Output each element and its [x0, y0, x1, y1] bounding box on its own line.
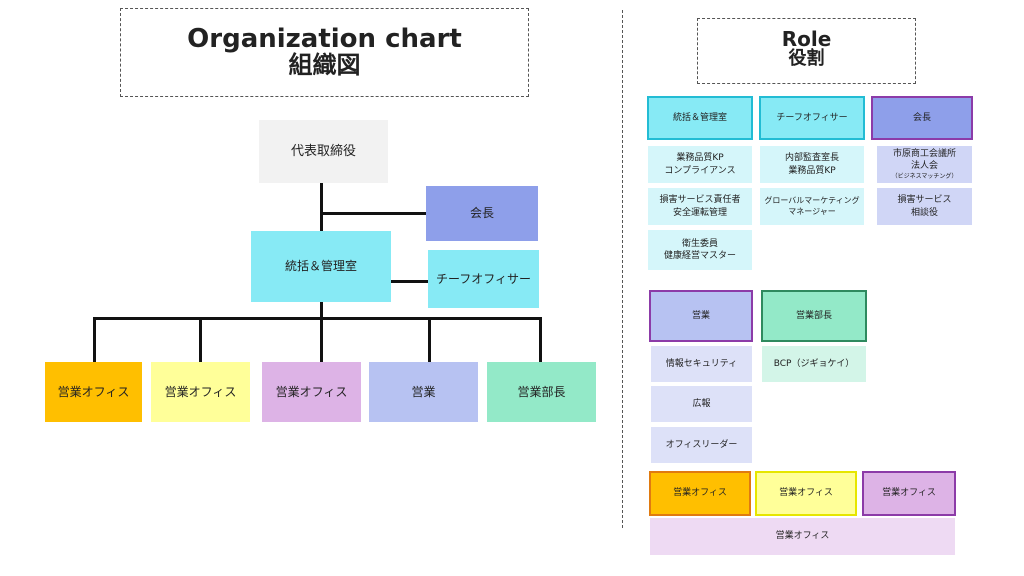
role-sales-item: オフィスリーダー: [651, 427, 752, 463]
ceo-box: 代表取締役: [259, 120, 388, 183]
role-chief-officer-item: 内部監査室長 業務品質KP: [760, 146, 864, 183]
connector-line: [428, 317, 431, 362]
org-chart-title: Organization chart: [187, 24, 462, 54]
role-chairman-item: 損害サービス 相談役: [877, 188, 972, 225]
chief-officer-box: チーフオフィサー: [428, 250, 539, 308]
connector-line: [199, 317, 202, 362]
role-office-orange-header: 営業オフィス: [649, 471, 751, 516]
connector-line: [93, 317, 542, 320]
role-chairman-item: 市原商工会議所 法人会 （ビジネスマッチング）: [877, 146, 972, 183]
connector-line: [320, 302, 323, 319]
role-chief-officer-item: グローバルマーケティング マネージャー: [760, 188, 864, 225]
role-chairman-item-sub: （ビジネスマッチング）: [891, 172, 958, 180]
sales-manager-box: 営業部長: [487, 362, 596, 422]
connector-line: [93, 317, 96, 362]
connector-line: [320, 212, 426, 215]
role-chairman-header: 会長: [871, 96, 973, 140]
role-management-item: 損害サービス責任者 安全運転管理: [648, 188, 752, 225]
section-divider: [622, 10, 623, 528]
sales-office-orange-box: 営業オフィス: [45, 362, 142, 422]
sales-office-yellow-box: 営業オフィス: [151, 362, 250, 422]
role-management-header: 統括＆管理室: [647, 96, 753, 140]
role-title-ja: 役割: [788, 48, 825, 69]
sales-box: 営業: [369, 362, 478, 422]
role-sales-manager-item: BCP（ジギョケイ）: [762, 346, 866, 382]
role-title-box: Role 役割: [697, 18, 916, 84]
connector-line: [390, 280, 428, 283]
connector-line: [539, 317, 542, 362]
org-chart-title-ja: 組織図: [288, 51, 361, 80]
sales-office-violet-box: 営業オフィス: [262, 362, 361, 422]
role-chief-officer-header: チーフオフィサー: [759, 96, 865, 140]
role-office-violet-header: 営業オフィス: [862, 471, 956, 516]
role-title: Role: [781, 27, 832, 51]
org-chart-title-box: Organization chart 組織図: [120, 8, 529, 97]
chairman-box: 会長: [426, 186, 538, 241]
role-chairman-item-main: 市原商工会議所 法人会: [892, 149, 956, 172]
role-office-yellow-header: 営業オフィス: [755, 471, 857, 516]
role-sales-item: 情報セキュリティ: [651, 346, 752, 382]
role-management-item: 衛生委員 健康経営マスター: [648, 230, 752, 270]
management-office-box: 統括＆管理室: [251, 231, 391, 302]
connector-line: [320, 317, 323, 362]
connector-line: [320, 183, 323, 231]
role-management-item: 業務品質KP コンプライアンス: [648, 146, 752, 183]
role-sales-item: 広報: [651, 386, 752, 422]
role-sales-header: 営業: [649, 290, 753, 342]
role-sales-manager-header: 営業部長: [761, 290, 867, 342]
role-office-footer: 営業オフィス: [650, 518, 955, 555]
